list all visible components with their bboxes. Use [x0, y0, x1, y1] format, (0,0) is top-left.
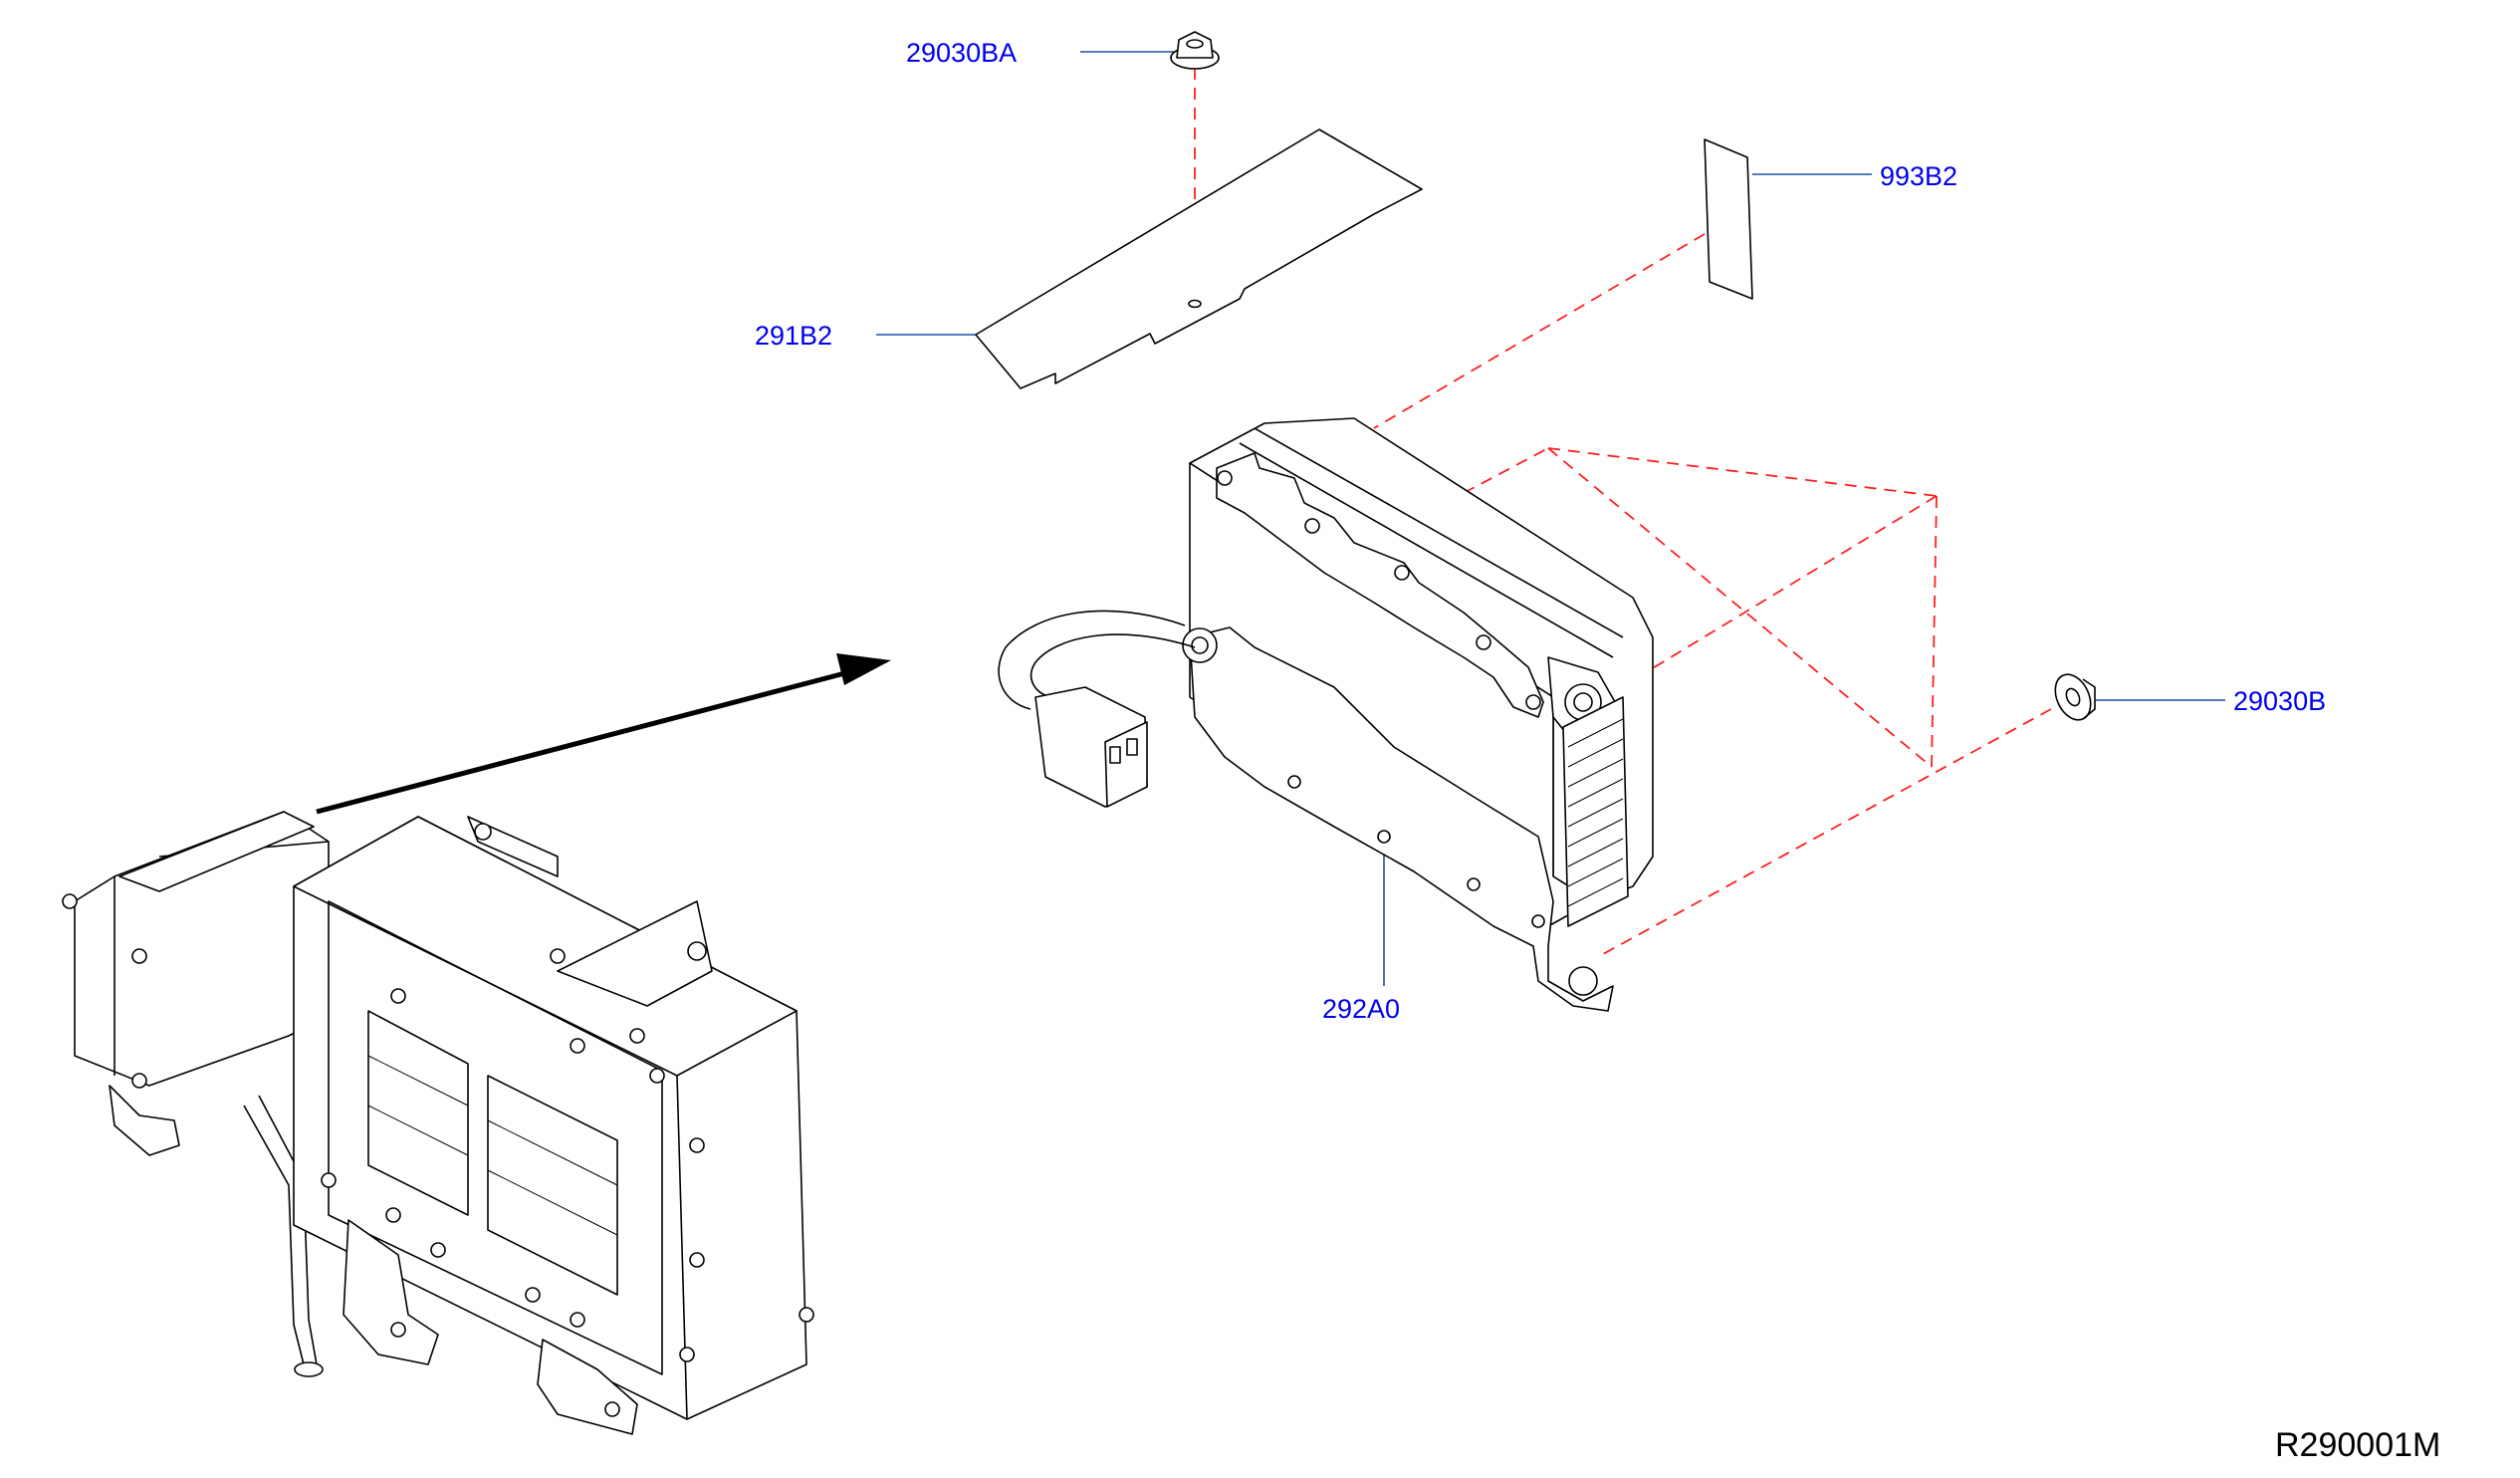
nut-top-icon[interactable] — [1170, 31, 1220, 70]
callout-29030B[interactable]: 29030B — [2233, 686, 2326, 716]
callout-291B2[interactable]: 291B2 — [755, 321, 832, 351]
vehicle-module-assembly-icon[interactable] — [62, 811, 814, 1435]
diagram-reference-code: R290001M — [2275, 1426, 2440, 1464]
label-sticker-icon[interactable] — [1704, 138, 1753, 300]
nut-right-icon[interactable] — [2048, 668, 2097, 725]
callout-292A0[interactable]: 292A0 — [1322, 994, 1400, 1024]
controller-assembly-icon[interactable] — [998, 417, 1654, 1012]
callout-29030BA[interactable]: 29030BA — [906, 38, 1017, 68]
assembly-dashed-lines — [1194, 68, 2052, 955]
pointer-arrow-icon — [316, 653, 891, 815]
cover-icon[interactable] — [975, 128, 1423, 389]
callout-993B2[interactable]: 993B2 — [1880, 161, 1957, 191]
